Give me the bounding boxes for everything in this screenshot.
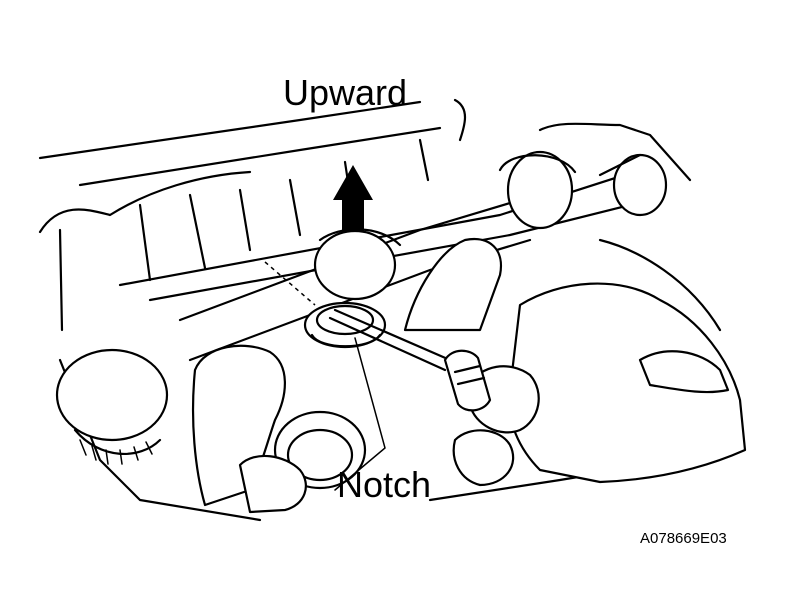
figure-code: A078669E03 <box>640 530 727 547</box>
label-upward: Upward <box>283 72 407 113</box>
alignment-dashed-line <box>264 261 316 306</box>
notch-leader-line <box>334 337 386 491</box>
left-hand <box>191 344 307 514</box>
valve-spring-seat-left <box>55 348 169 465</box>
right-hand <box>403 237 747 487</box>
screwdriver <box>328 308 492 412</box>
camshaft <box>178 150 668 362</box>
label-notch: Notch <box>337 464 431 505</box>
arrow-up-icon <box>333 165 373 232</box>
